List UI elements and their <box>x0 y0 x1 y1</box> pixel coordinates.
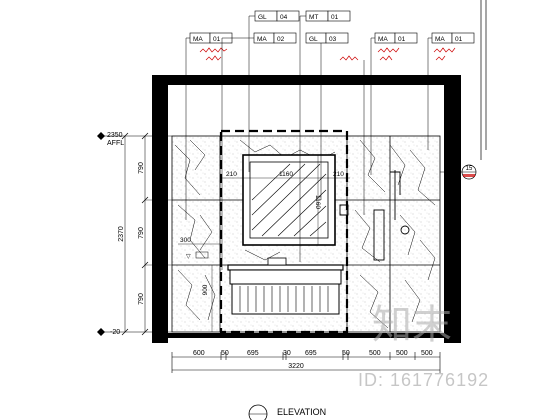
tag-code: MA <box>435 36 445 43</box>
elevation-title-block: ELEVATION <box>248 404 326 420</box>
level-label: AFFL <box>107 140 124 147</box>
dim-small: 300 <box>180 237 191 244</box>
tag-gl-03: GL 03 <box>305 32 365 215</box>
handwritten-note <box>377 47 400 61</box>
tag-number: 01 <box>331 14 339 21</box>
tag-ma-02: MA 02 <box>221 32 297 270</box>
bottom-dimensions: 600 50 695 30 695 50 500 500 500 3220 <box>171 350 441 373</box>
tag-ma-01-right-b: MA 01 <box>427 32 475 150</box>
dim-segment: 790 <box>138 162 145 174</box>
left-dimensions: 2370 790 790 790 <box>118 132 172 336</box>
dim-bottom-segment: 30 <box>283 350 291 357</box>
tag-code: MA <box>257 36 267 43</box>
mirror-dimensions: 210 1160 210 1160 <box>221 155 350 245</box>
shower-fixtures <box>339 170 410 261</box>
watermark-logo: 知末 <box>372 303 452 347</box>
tag-number: 03 <box>329 36 337 43</box>
dim-bottom-segment: 500 <box>369 350 381 357</box>
tag-code: MA <box>193 36 203 43</box>
tag-code: MA <box>378 36 388 43</box>
dim-bottom-segment: 50 <box>221 350 229 357</box>
dim-bottom-segment: 695 <box>247 350 259 357</box>
level-symbol: ▽ <box>186 254 191 260</box>
dim-mirror-right: 210 <box>333 171 344 178</box>
elevation-title: ELEVATION <box>277 407 326 417</box>
dim-segment: 790 <box>138 227 145 239</box>
dim-mirror-height: 1160 <box>314 195 321 209</box>
level-marker-bottom: -20 <box>97 328 172 336</box>
tag-number: 02 <box>277 36 285 43</box>
vanity-zone-outline <box>219 129 349 334</box>
tag-gl-04: GL 04 <box>248 10 300 172</box>
dim-mirror-left: 210 <box>226 171 237 178</box>
tag-code: GL <box>309 36 318 43</box>
vanity-height-dims: 300 ▽ 900 <box>178 237 222 332</box>
mirror <box>242 154 336 246</box>
dim-bottom-segment: 695 <box>305 350 317 357</box>
dim-mirror-width: 1160 <box>279 171 293 178</box>
callout-number: 15 <box>466 166 473 172</box>
dim-segment: 790 <box>138 293 145 305</box>
dim-bottom-segment: 500 <box>396 350 408 357</box>
vanity-cabinet <box>227 257 344 315</box>
watermark: 知末 ID: 161776192 <box>358 303 489 390</box>
tag-code: GL <box>258 14 267 21</box>
dim-total-height: 2370 <box>118 226 125 242</box>
watermark-id: ID: 161776192 <box>358 370 489 390</box>
handwritten-note <box>339 55 359 61</box>
handwritten-note <box>199 47 228 61</box>
tag-ma-01-left: MA 01 <box>185 32 233 220</box>
handwritten-note <box>433 47 456 61</box>
tag-code: MT <box>309 14 318 21</box>
level-value: -20 <box>110 329 120 336</box>
material-tags: GL 04 MT 01 MA 01 <box>185 10 475 270</box>
dim-bottom-segment: 50 <box>342 350 350 357</box>
level-marker-top: 2350 AFFL <box>97 132 172 147</box>
dim-bottom-total: 3220 <box>288 363 304 370</box>
tag-number: 01 <box>213 36 221 43</box>
dim-small: 900 <box>202 284 209 295</box>
tag-number: 01 <box>455 36 463 43</box>
dim-bottom-segment: 500 <box>421 350 433 357</box>
tag-ma-01-right-a: MA 01 <box>370 32 418 175</box>
wall-frame <box>152 75 461 343</box>
section-callout-right: 15 <box>440 164 477 180</box>
level-value: 2350 <box>107 132 123 139</box>
tag-number: 04 <box>280 14 288 21</box>
tag-mt-01: MT 01 <box>299 10 351 262</box>
right-edge-lines <box>480 0 487 160</box>
dim-bottom-segment: 600 <box>193 350 205 357</box>
tag-number: 01 <box>398 36 406 43</box>
callout-ref-mark <box>463 174 475 177</box>
